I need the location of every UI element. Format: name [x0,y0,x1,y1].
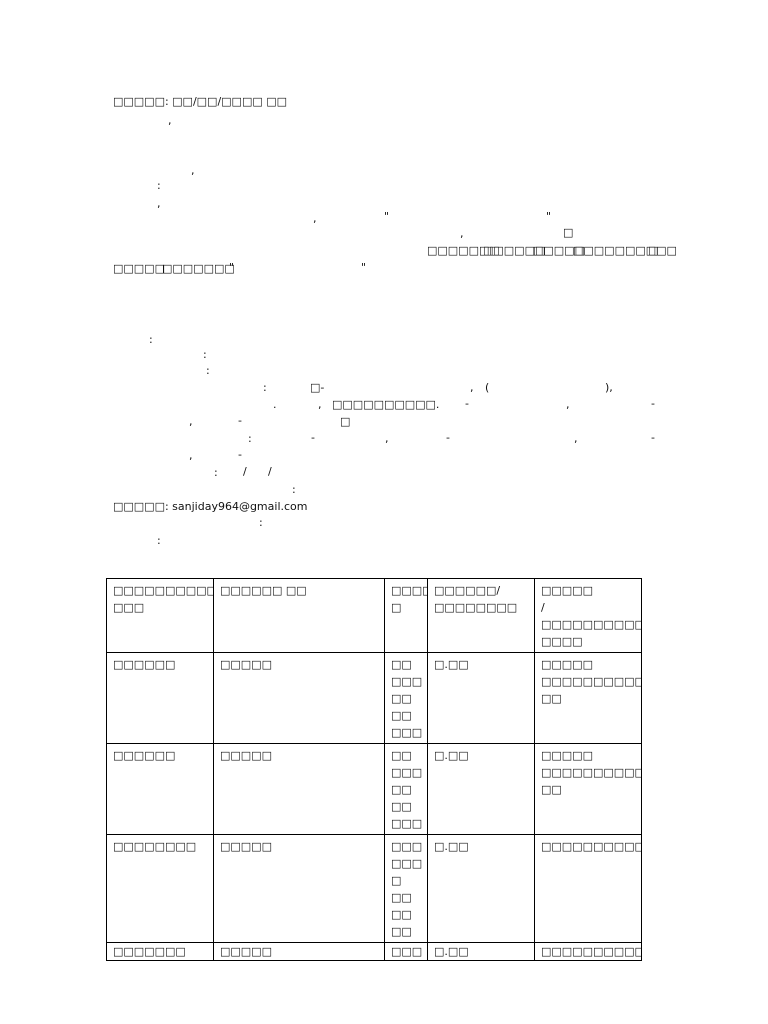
text-fragment: : [149,333,153,346]
table-cell: □□□□□ [213,743,385,835]
date-line: □□□□□: □□/□□/□□□□ □□ [113,95,288,108]
text-fragment: , [157,197,161,210]
text-fragment: " [361,261,367,274]
text-fragment: - [651,397,655,410]
text-fragment: , [168,114,172,127]
text-fragment: , [385,432,389,445]
table-cell: □□□ [384,942,428,961]
table-cell: □□□□□ [213,834,385,943]
table-cell: □□□□□□ [106,743,214,835]
text-fragment: , [574,432,578,445]
table-row: □□□□□□ □□□□□ □□ □□□ □□ □□ □□□ □.□□ □□□□□… [106,652,642,744]
table-header-cell: □□□□ □ [384,578,428,653]
table-row: □□□□□□ □□□□□ □□ □□□ □□ □□ □□□ □.□□ □□□□□… [106,743,642,835]
text-fragment: , [189,415,193,428]
text-fragment: - [651,431,655,444]
text-fragment: ), [605,381,613,394]
text-fragment: - [465,397,469,410]
text-fragment: - [238,414,242,427]
text-fragment: □□□□□□□□□□ [573,244,677,257]
table-header-cell: □□□□□ /□□□□□□□□□□□ □□□□ [534,578,642,653]
table-row: □□□□□□□□ □□□□□ □□□ □□□ □ □□ □□ □□ □.□□ □… [106,834,642,943]
table-cell: □□□□□ [213,942,385,961]
table-header-cell: □□□□□□ □□ [213,578,385,653]
table-cell: □□□□□□□□□□□ [534,834,642,943]
table-cell: □□□□□□ [106,652,214,744]
text-fragment: : [292,483,296,496]
text-fragment: / [268,465,272,478]
table-cell: □□ □□□ □□ □□ □□□ [384,743,428,835]
text-fragment: , [191,164,195,177]
table-cell: □□□□□□□□□□□ [534,942,642,961]
text-fragment: □ [648,244,659,257]
data-table: □□□□□□□□□□ □□□ □□□□□□ □□ □□□□ □ □□□□□□/ … [106,578,642,961]
text-fragment: , [313,212,317,225]
text-fragment: : [203,348,207,361]
table-cell: □.□□ [427,834,535,943]
text-fragment: " [384,210,390,223]
text-fragment: : [263,381,267,394]
text-fragment: □□□□□□□ [427,244,500,257]
text-fragment: . [273,398,277,411]
text-fragment: □ [563,226,574,239]
text-fragment: □- [310,381,325,394]
table-cell: □□□□□ □□□□□□□□□□□□□□ □□ [534,743,642,835]
table-cell: □□ □□□ □□ □□ □□□ [384,652,428,744]
text-fragment: " [229,261,235,274]
text-fragment: □□□□□ [533,244,585,257]
text-fragment: - [446,431,450,444]
text-fragment: □□□□□□□ [162,262,235,275]
table-row: □□□□□□□ □□□□□ □□□ □.□□ □□□□□□□□□□□ [106,942,642,961]
table-cell: □.□□ [427,743,535,835]
text-fragment: - [311,431,315,444]
text-fragment: ( [485,381,490,394]
text-fragment: , [460,227,464,240]
table-cell: □.□□ [427,942,535,961]
text-fragment: □□□□□ [113,262,165,275]
text-fragment: : [214,466,218,479]
text-fragment: , [566,398,570,411]
text-fragment: : [206,364,210,377]
table-cell: □□□ □□□ □ □□ □□ □□ [384,834,428,943]
table-header-cell: □□□□□□□□□□ □□□ [106,578,214,653]
text-fragment: , [318,398,322,411]
table-header-row: □□□□□□□□□□ □□□ □□□□□□ □□ □□□□ □ □□□□□□/ … [106,578,642,653]
text-fragment: " [546,210,552,223]
table-cell: □.□□ [427,652,535,744]
table-cell: □□□□□ [213,652,385,744]
text-fragment: : [259,516,263,529]
text-fragment: , [470,381,474,394]
table-cell: □□□□□ □□□□□□□□□□□□□□ □□ [534,652,642,744]
text-fragment: □□□□□□□□□□. [332,398,440,411]
text-fragment: / [243,465,247,478]
text-fragment: : [157,179,161,192]
text-fragment: , [189,449,193,462]
text-fragment: : [157,534,161,547]
email-line: □□□□□: sanjiday964@gmail.com [113,500,308,513]
table-header-cell: □□□□□□/ □□□□□□□□ [427,578,535,653]
text-fragment: : [248,432,252,445]
text-fragment: - [238,448,242,461]
table-cell: □□□□□□□ [106,942,214,961]
text-fragment: □ [340,415,351,428]
text-fragment: □□□□□□ [483,244,546,257]
table-cell: □□□□□□□□ [106,834,214,943]
